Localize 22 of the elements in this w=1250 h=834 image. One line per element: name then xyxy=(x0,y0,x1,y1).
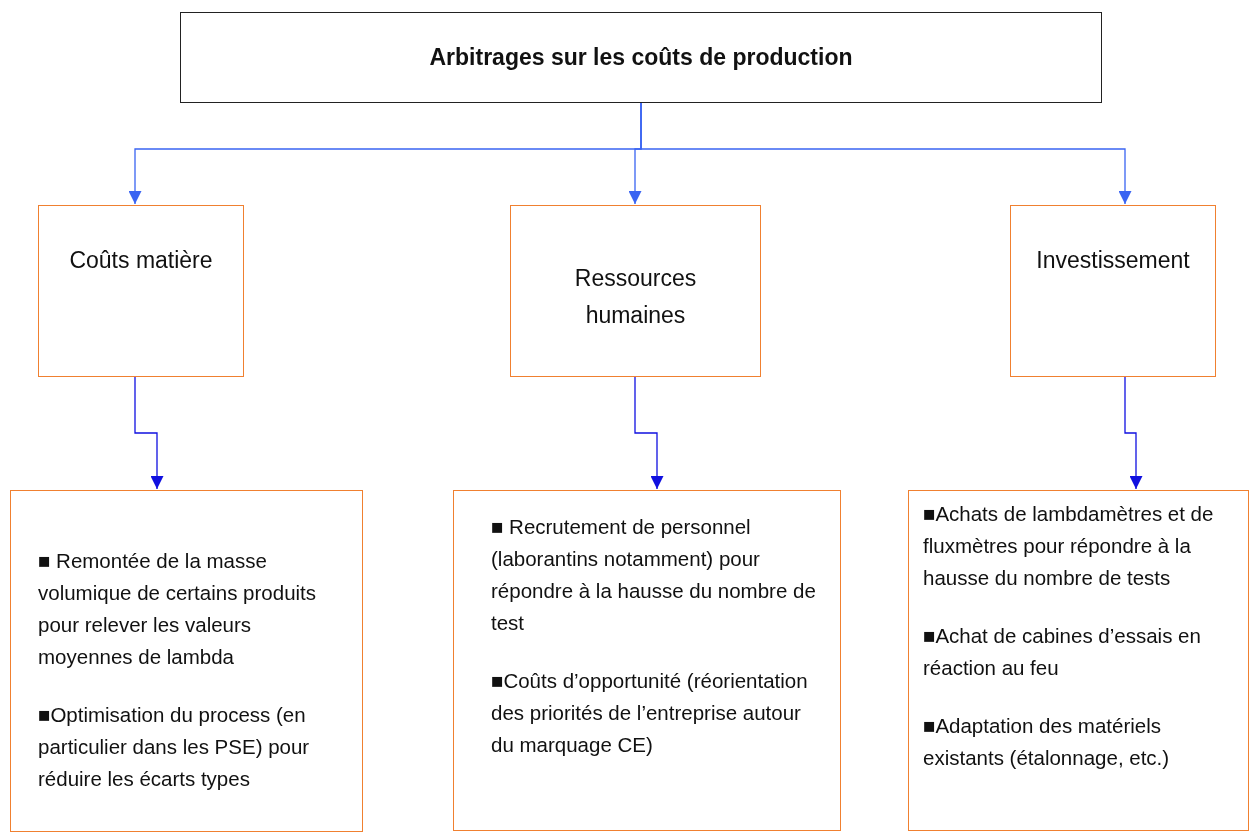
category-box xyxy=(1010,205,1216,377)
title-text: Arbitrages sur les coûts de production xyxy=(429,44,853,71)
category-box xyxy=(510,205,761,377)
bullet-text: ■ Remontée de la masse volumique de certains produits pour relever les valeurs moyennes de lambda xyxy=(38,548,318,670)
category-label: Ressources humaines xyxy=(573,264,698,330)
arrow xyxy=(640,102,1132,205)
bullet-text: ■Optimisation du process (en particulier dans les PSE) pour réduire les écarts types xyxy=(38,702,311,792)
arrow xyxy=(634,376,664,490)
bullet-text: ■Coûts d’opportunité (réorientation des priorités de l’entreprise autour du marquage CE) xyxy=(491,668,809,758)
category-label: Coûts matière xyxy=(68,246,214,275)
bullet-text: ■Achats de lambdamètres et de fluxmètres pour répondre à la hausse du nombre de tests xyxy=(923,501,1215,591)
category-box xyxy=(38,205,244,377)
bullet-text: ■ Recrutement de personnel (laborantins notamment) pour répondre à la hausse du nombre de test xyxy=(491,514,817,636)
title-box xyxy=(180,12,1102,103)
detail-box xyxy=(453,490,841,831)
arrow xyxy=(134,376,164,490)
arrow xyxy=(1124,376,1143,490)
bullet-text: ■Achat de cabines d’essais en réaction au feu xyxy=(923,623,1202,681)
category-label: Investissement xyxy=(1035,246,1191,275)
detail-box xyxy=(10,490,363,832)
detail-box xyxy=(908,490,1249,831)
bullet-text: ■Adaptation des matériels existants (étalonnage, etc.) xyxy=(923,713,1171,771)
